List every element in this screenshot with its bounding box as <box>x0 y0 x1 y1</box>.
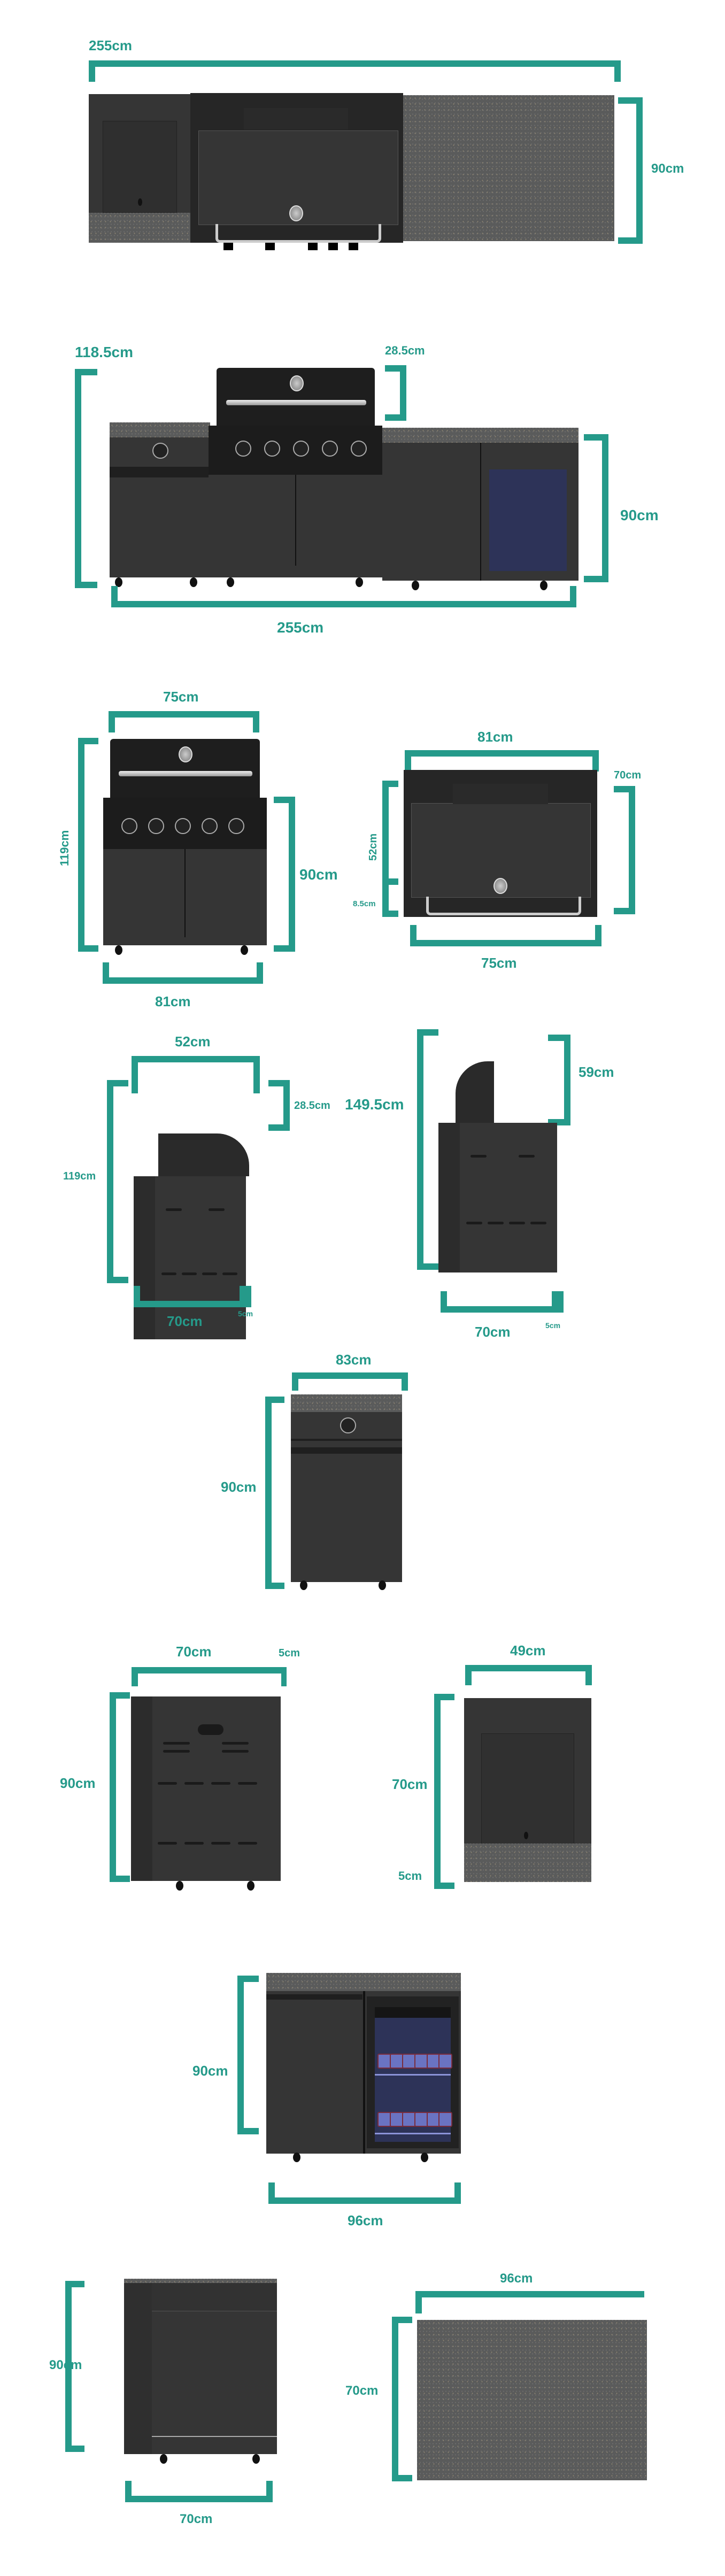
dimension-label-width: 96cm <box>500 2271 533 2286</box>
dimension-bracket-bottom-width <box>410 925 601 946</box>
dimension-bracket-depth <box>134 1286 246 1307</box>
dimension-bracket-depth <box>614 786 635 914</box>
dimension-label-height: 90cm <box>49 2358 82 2372</box>
bbq-control-panel <box>103 798 267 849</box>
dimension-label-bottom-width: 81cm <box>155 993 191 1009</box>
dimension-bracket-cabinet-height <box>584 434 608 582</box>
dimension-bracket-height <box>265 1397 284 1589</box>
side-burner-front <box>110 437 210 577</box>
dimension-label-front-depth: 5cm <box>398 1869 422 1883</box>
dimension-bracket-total-height <box>107 1080 128 1283</box>
dimension-label-top-width: 75cm <box>163 689 199 705</box>
dimension-label-width: 81cm <box>477 729 513 745</box>
dimension-bracket-overhang <box>240 1286 251 1307</box>
dimension-label-bottom-width: 75cm <box>481 955 517 971</box>
side-burner-top <box>89 94 190 243</box>
dimension-bracket-height <box>237 1976 259 2134</box>
dimension-label-width: 255cm <box>277 619 324 636</box>
dimension-label-lid-height: 28.5cm <box>385 344 425 357</box>
bbq-side-panel <box>438 1123 557 1272</box>
dimension-bracket-width <box>111 586 576 607</box>
dimension-bracket-width <box>268 2182 461 2204</box>
fridge-cabinet <box>266 1991 461 2154</box>
dimension-label-height: 90cm <box>221 1479 257 1495</box>
dimension-label-top-width: 52cm <box>175 1034 211 1050</box>
dimension-bracket-height <box>110 1692 130 1882</box>
fridge-cabinet-front <box>382 443 579 581</box>
bbq-lid <box>217 368 375 426</box>
dimension-bracket-width <box>465 1665 592 1685</box>
dimension-label-total-height: 119cm <box>58 830 71 866</box>
dimension-bracket-lid <box>385 365 406 421</box>
dimension-label-total-height: 118.5cm <box>75 344 133 360</box>
dimension-label-depth: 70cm <box>180 2512 213 2526</box>
dimension-bracket-top-width <box>109 711 259 732</box>
bbq-lid-open <box>456 1061 494 1128</box>
dimension-bracket-depth <box>392 2317 412 2481</box>
dimension-label-cabinet-height: 90cm <box>299 866 338 883</box>
dimension-bracket-top-width <box>132 1056 260 1093</box>
bbq-top-body <box>404 770 597 917</box>
bbq-lid-side <box>158 1133 249 1176</box>
dimension-bracket-front-depth <box>382 885 398 917</box>
dimension-bracket-total-height <box>75 369 97 588</box>
dimension-label-body-depth: 52cm <box>367 833 379 861</box>
bbq-cabinet-doors <box>209 475 382 577</box>
dimension-label-lid-height: 59cm <box>579 1064 614 1080</box>
dimension-bracket-lid-height <box>548 1035 570 1125</box>
dimension-label-width: 96cm <box>348 2212 383 2228</box>
dimension-label-width: 83cm <box>336 1352 372 1368</box>
dimension-bracket-depth <box>125 2481 273 2502</box>
dimension-bracket-height <box>65 2281 84 2452</box>
dimension-bracket-total-height <box>78 738 98 952</box>
dimension-bracket-overhang <box>552 1291 564 1313</box>
dimension-label-depth: 70cm <box>475 1324 511 1340</box>
thermometer-icon <box>289 205 303 221</box>
dimension-label-overhang: 5cm <box>545 1321 561 1330</box>
dimension-bracket-width <box>292 1372 408 1391</box>
dimension-label-width: 49cm <box>510 1642 546 1659</box>
dimension-bracket-body-depth <box>382 781 398 885</box>
dimension-bracket-cabinet-height <box>274 797 295 952</box>
dimension-label-height: 90cm <box>60 1775 96 1791</box>
side-burner-cabinet <box>291 1412 402 1582</box>
dimension-label-height: 90cm <box>192 2063 228 2079</box>
dimension-label-depth: 70cm <box>176 1644 212 1660</box>
dimension-label-depth: 70cm <box>167 1313 203 1329</box>
dimension-label-depth: 90cm <box>651 161 684 176</box>
dimension-label-overhang: 5cm <box>238 1309 253 1318</box>
dimension-bracket-bottom-width <box>103 962 263 984</box>
bbq-cabinet-doors <box>103 849 267 945</box>
dimension-label-depth: 70cm <box>345 2384 379 2398</box>
dimension-label-width: 255cm <box>89 37 132 53</box>
side-burner-side-panel <box>131 1696 281 1881</box>
dimension-label-cabinet-height: 90cm <box>620 507 659 523</box>
dimension-bracket-width <box>405 750 599 772</box>
bbq-lid <box>110 739 260 798</box>
dimension-label-total-height: 119cm <box>63 1170 96 1182</box>
dimension-bracket-depth <box>132 1667 287 1686</box>
fridge-top <box>403 95 614 241</box>
dimension-bracket-lid-height <box>268 1080 290 1131</box>
dimension-label-lid-height: 28.5cm <box>294 1100 330 1112</box>
dimension-bracket-depth <box>434 1694 454 1889</box>
dimension-label-depth: 70cm <box>614 769 642 781</box>
dimension-label-overhang: 5cm <box>279 1647 300 1659</box>
dimension-bracket-width <box>415 2291 644 2313</box>
bbq-control-panel <box>209 426 382 475</box>
bbq-top <box>190 93 403 243</box>
dimension-bracket-depth <box>618 97 643 244</box>
side-burner-top-body <box>464 1698 591 1882</box>
dimension-bracket-total-height <box>417 1029 438 1270</box>
fridge-side-panel <box>124 2283 277 2454</box>
fridge-countertop <box>417 2320 647 2480</box>
dimension-label-total-height: 149.5cm <box>345 1096 404 1113</box>
dimension-bracket-width <box>89 60 621 82</box>
dimension-label-front-depth: 8.5cm <box>353 899 376 908</box>
bbq-side-panel <box>134 1176 246 1339</box>
dimension-label-depth: 70cm <box>392 1776 428 1792</box>
dimension-bracket-depth <box>441 1291 558 1313</box>
